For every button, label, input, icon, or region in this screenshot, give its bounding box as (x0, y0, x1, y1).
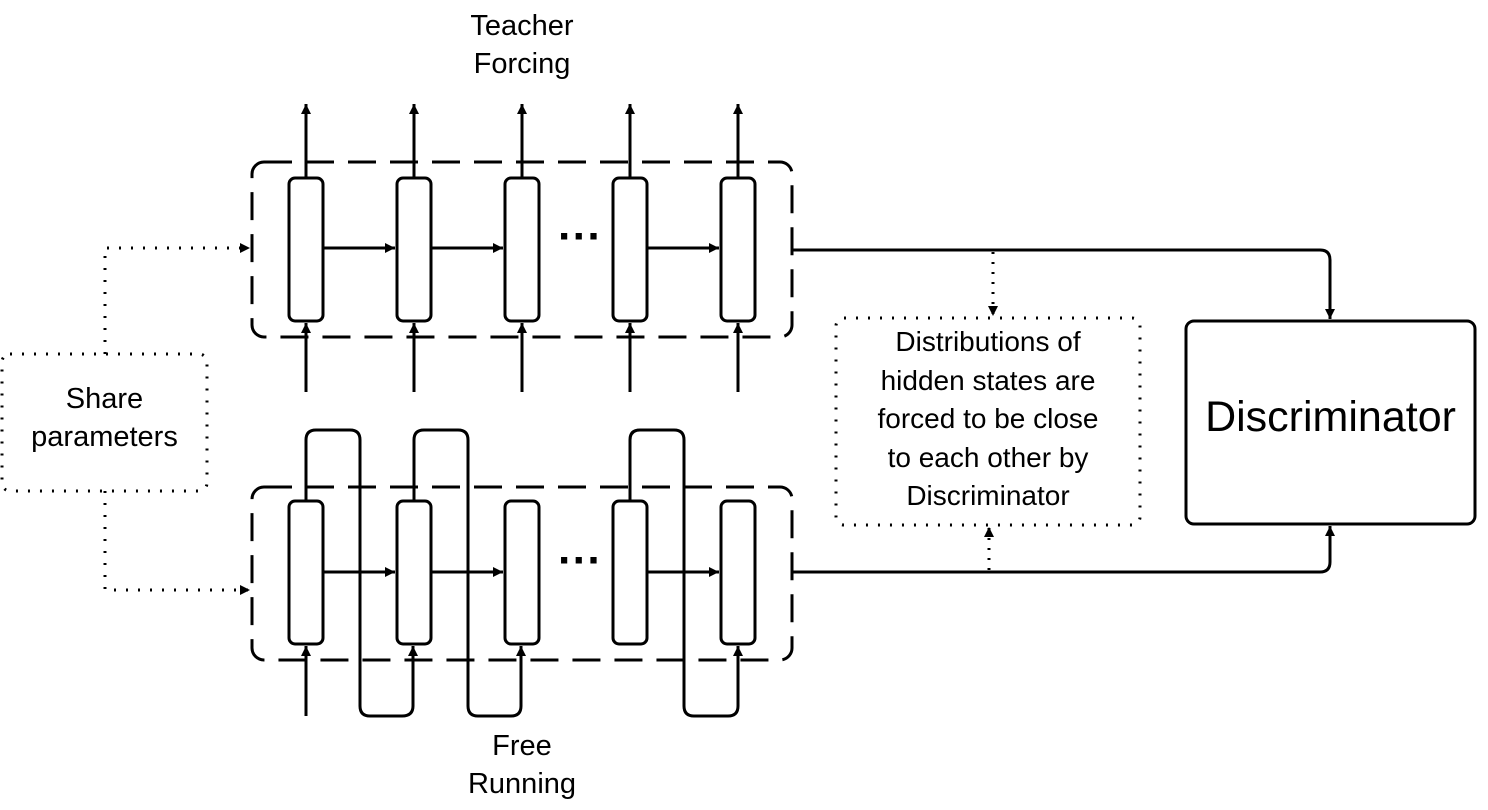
free-running-group (250, 485, 794, 662)
free-running-label: Free Running (467, 730, 577, 800)
free-cell-3 (503, 499, 541, 646)
free-cell-2 (395, 499, 433, 646)
teacher-cell-2 (395, 176, 433, 323)
teacher-to-discriminator-line (793, 248, 1335, 319)
teacher-ellipsis: ··· (558, 212, 602, 261)
share-to-teacher-arrow (103, 243, 250, 354)
share-parameters-label: Share parameters (31, 383, 178, 453)
free-to-discriminator-line (793, 526, 1335, 574)
teacher-cell-5 (719, 176, 757, 323)
distributions-box (834, 316, 1142, 527)
discriminator-box (1184, 319, 1477, 526)
free-cell-1 (287, 499, 325, 646)
free-cell-5 (719, 499, 757, 646)
discriminator-label: Discriminator (1205, 393, 1456, 441)
teacher-cell-3 (503, 176, 541, 323)
distributions-label: Distributions of hidden states are force… (877, 326, 1099, 511)
teacher-cell-1 (287, 176, 325, 323)
share-to-free-arrow (103, 491, 250, 595)
teacher-forcing-label: Teacher Forcing (470, 10, 574, 80)
free-ellipsis: ··· (558, 536, 602, 585)
